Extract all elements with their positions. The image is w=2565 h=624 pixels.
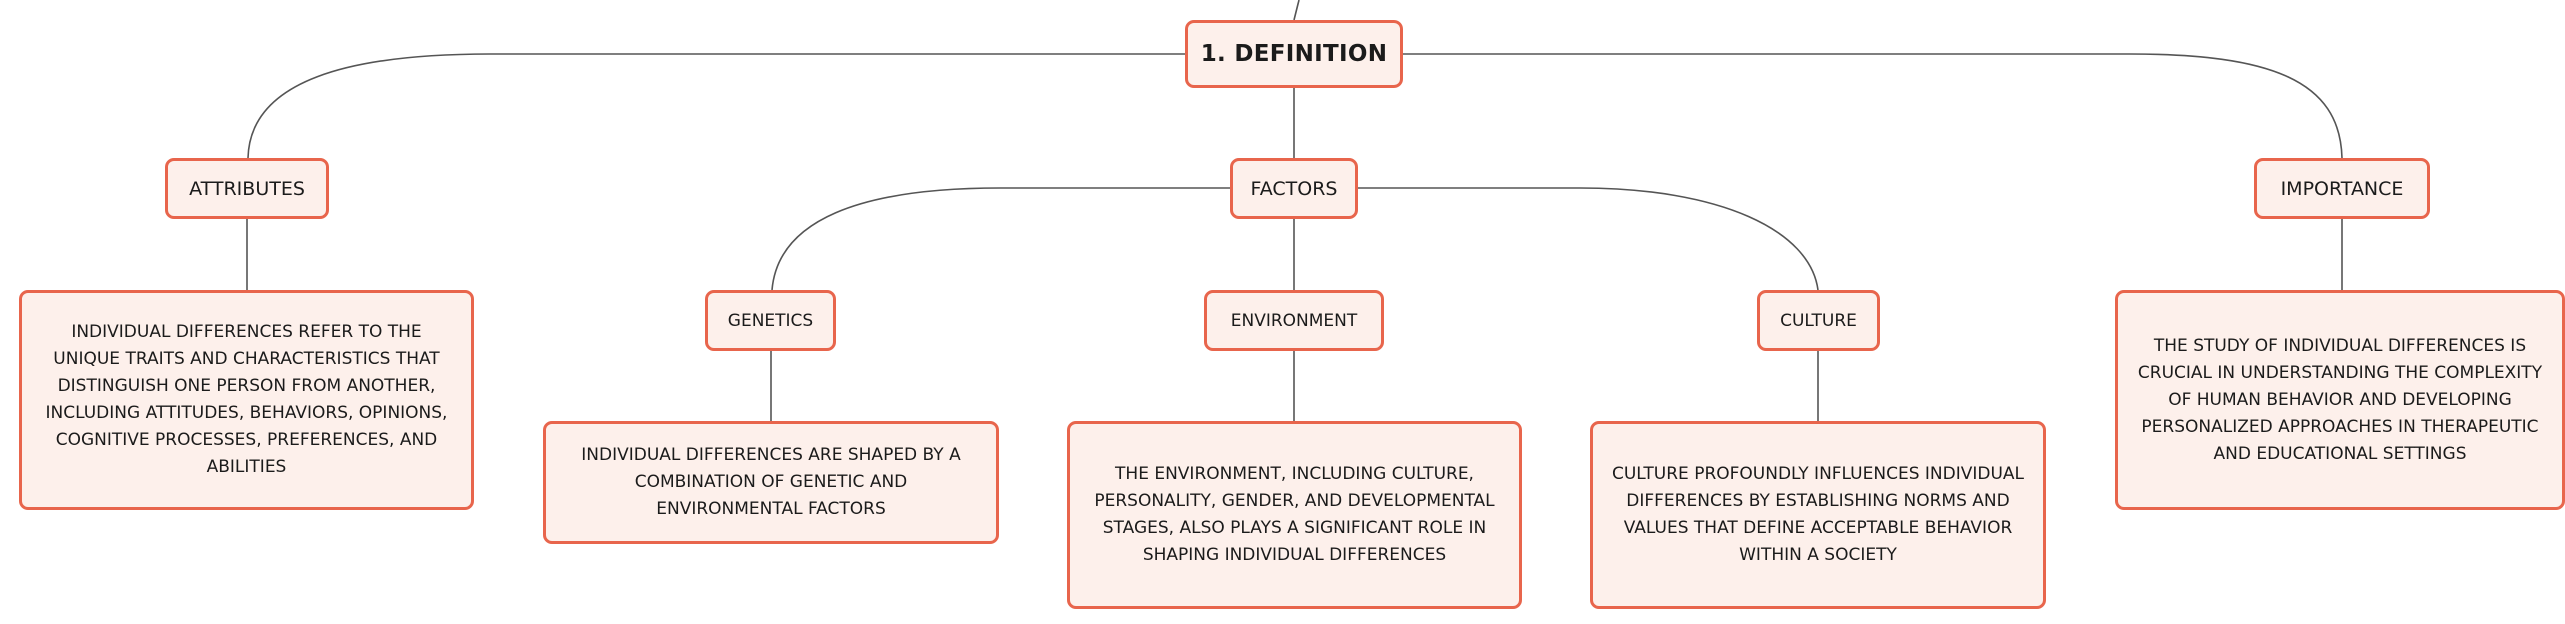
connector-definition-to-attributes xyxy=(247,53,1185,159)
culture-label: CULTURE xyxy=(1780,310,1857,331)
culture-node[interactable]: CULTURE xyxy=(1757,290,1880,351)
connector-parent-to-definition xyxy=(1293,0,1300,21)
factors-label: FACTORS xyxy=(1250,177,1338,200)
genetics-node[interactable]: GENETICS xyxy=(705,290,836,351)
environment-description-node[interactable]: THE ENVIRONMENT, INCLUDING CULTURE, PERS… xyxy=(1067,421,1522,609)
attributes-node[interactable]: ATTRIBUTES xyxy=(165,158,329,219)
genetics-label: GENETICS xyxy=(727,310,814,331)
culture-description: CULTURE PROFOUNDLY INFLUENCES INDIVIDUAL… xyxy=(1611,464,2025,565)
genetics-description: INDIVIDUAL DIFFERENCES ARE SHAPED BY A C… xyxy=(581,445,961,519)
factors-node[interactable]: FACTORS xyxy=(1230,158,1358,219)
genetics-description-node[interactable]: INDIVIDUAL DIFFERENCES ARE SHAPED BY A C… xyxy=(543,421,999,544)
environment-node[interactable]: ENVIRONMENT xyxy=(1204,290,1384,351)
attributes-description-node[interactable]: INDIVIDUAL DIFFERENCES REFER TO THE UNIQ… xyxy=(19,290,474,510)
connector-definition-to-importance xyxy=(1403,53,2343,159)
culture-description-node[interactable]: CULTURE PROFOUNDLY INFLUENCES INDIVIDUAL… xyxy=(1590,421,2046,609)
connector-factors-to-genetics xyxy=(771,187,1230,291)
environment-description: THE ENVIRONMENT, INCLUDING CULTURE, PERS… xyxy=(1094,464,1495,565)
attributes-label: ATTRIBUTES xyxy=(189,177,305,200)
definition-label: 1. DEFINITION xyxy=(1200,41,1388,67)
importance-description-node[interactable]: THE STUDY OF INDIVIDUAL DIFFERENCES IS C… xyxy=(2115,290,2565,510)
importance-node[interactable]: IMPORTANCE xyxy=(2254,158,2430,219)
environment-label: ENVIRONMENT xyxy=(1230,310,1358,331)
connector-factors-to-culture xyxy=(1358,187,1819,291)
importance-label: IMPORTANCE xyxy=(2280,177,2404,200)
attributes-description: INDIVIDUAL DIFFERENCES REFER TO THE UNIQ… xyxy=(45,322,448,477)
definition-node[interactable]: 1. DEFINITION xyxy=(1185,20,1403,88)
importance-description: THE STUDY OF INDIVIDUAL DIFFERENCES IS C… xyxy=(2137,335,2543,464)
